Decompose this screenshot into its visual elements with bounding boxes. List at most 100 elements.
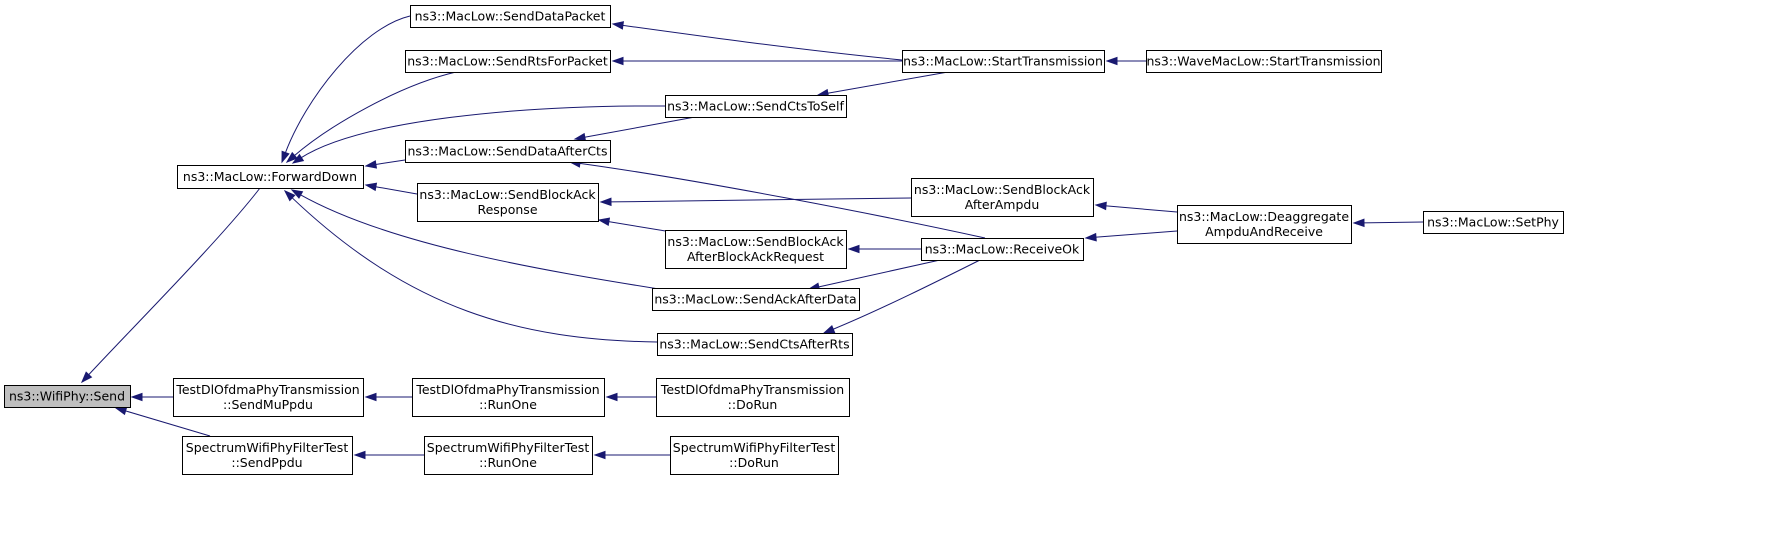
node-box	[652, 288, 860, 311]
node-label: ns3::MacLow::SendCtsAfterRts	[659, 337, 849, 352]
edges-layer	[80, 15, 1424, 460]
node-send-cts-to-self[interactable]: ns3::MacLow::SendCtsToSelf	[665, 95, 847, 118]
node-label: SpectrumWifiPhyFilterTest	[673, 440, 836, 455]
edge-sf_do_run-to-sf_run_one	[593, 450, 670, 460]
node-box	[1177, 205, 1352, 244]
arrowhead-icon	[611, 21, 624, 30]
edge-receive_ok-to-send_block_ack_after_bar	[847, 244, 921, 254]
edge-line	[284, 15, 411, 154]
node-label: ns3::MacLow::SetPhy	[1427, 215, 1559, 230]
edge-send_data_after_cts-to-forward_down	[364, 159, 406, 169]
arrowhead-icon	[353, 450, 366, 460]
node-send-cts-after-rts[interactable]: ns3::MacLow::SendCtsAfterRts	[657, 333, 853, 356]
edge-deaggregate-to-send_block_ack_after_ampdu	[1094, 201, 1178, 213]
node-label: AfterBlockAckRequest	[687, 249, 824, 264]
edge-line	[1104, 205, 1178, 213]
edge-send_block_ack_response-to-forward_down	[364, 182, 418, 195]
node-label: ns3::MacLow::Deaggregate	[1179, 209, 1349, 224]
edge-line	[374, 159, 406, 166]
edge-dl_send_mu_ppdu-to-wifiphy_send	[130, 392, 173, 402]
node-label: ns3::WifiPhy::Send	[9, 389, 125, 404]
node-label: SpectrumWifiPhyFilterTest	[427, 440, 590, 455]
node-wifiphy-send[interactable]: ns3::WifiPhy::Send	[4, 385, 131, 408]
arrowhead-icon	[611, 56, 624, 66]
edge-line	[832, 259, 981, 331]
node-start-transmission[interactable]: ns3::MacLow::StartTransmission	[902, 50, 1105, 73]
edge-line	[374, 186, 418, 195]
edge-start_transmission-to-send_data_packet	[611, 21, 903, 61]
node-box	[665, 95, 847, 118]
edge-line	[826, 71, 949, 94]
node-box	[4, 385, 131, 408]
node-label: Response	[477, 202, 537, 217]
edge-deaggregate-to-receive_ok	[1084, 230, 1178, 242]
edge-line	[291, 196, 658, 343]
edge-line	[1094, 230, 1178, 238]
edge-sf_run_one-to-sf_send_ppdu	[353, 450, 424, 460]
node-box	[665, 230, 847, 269]
node-set-phy[interactable]: ns3::MacLow::SetPhy	[1423, 211, 1564, 234]
edge-line	[293, 71, 457, 157]
edge-forward_down-to-wifiphy_send	[80, 187, 261, 384]
node-label: ::SendPpdu	[231, 455, 302, 470]
node-box	[405, 50, 611, 73]
node-sf-run-one[interactable]: SpectrumWifiPhyFilterTest::RunOne	[424, 436, 593, 475]
node-receive-ok[interactable]: ns3::MacLow::ReceiveOk	[921, 238, 1084, 261]
node-box	[902, 50, 1105, 73]
edge-dl_run_one-to-dl_send_mu_ppdu	[364, 392, 412, 402]
node-dl-do-run[interactable]: TestDlOfdmaPhyTransmission::DoRun	[656, 378, 850, 417]
edge-line	[583, 116, 696, 138]
edge-send_block_ack_after_ampdu-to-send_block_ack_response	[599, 197, 912, 207]
node-label: ::RunOne	[479, 397, 537, 412]
node-send-data-packet[interactable]: ns3::MacLow::SendDataPacket	[410, 5, 611, 28]
node-send-rts-for-packet[interactable]: ns3::MacLow::SendRtsForPacket	[405, 50, 611, 73]
edge-line	[621, 24, 903, 61]
node-box	[405, 140, 611, 163]
arrowhead-icon	[573, 132, 587, 142]
node-box	[1423, 211, 1564, 234]
node-send-block-ack-after-bar[interactable]: ns3::MacLow::SendBlockAckAfterBlockAckRe…	[665, 230, 847, 269]
node-send-data-after-cts[interactable]: ns3::MacLow::SendDataAfterCts	[405, 140, 611, 163]
node-box	[410, 5, 611, 28]
node-send-ack-after-data[interactable]: ns3::MacLow::SendAckAfterData	[652, 288, 860, 311]
edge-line	[299, 193, 666, 291]
edge-send_cts_to_self-to-forward_down	[291, 105, 666, 164]
arrowhead-icon	[283, 189, 296, 202]
arrowhead-icon	[597, 217, 611, 226]
node-label: ns3::MacLow::SendBlockAck	[667, 234, 844, 249]
node-label: ns3::MacLow::SendCtsToSelf	[667, 99, 844, 114]
edge-send_cts_after_rts-to-forward_down	[283, 189, 658, 343]
edge-start_transmission-to-send_rts_for_packet	[611, 56, 902, 66]
edge-line	[609, 197, 912, 203]
arrowhead-icon	[847, 244, 860, 254]
arrowhead-icon	[364, 182, 378, 192]
arrowhead-icon	[1094, 201, 1107, 211]
node-dl-send-mu-ppdu[interactable]: TestDlOfdmaPhyTransmission::SendMuPpdu	[173, 378, 364, 417]
node-box	[921, 238, 1084, 261]
arrowhead-icon	[605, 392, 618, 402]
node-box	[911, 178, 1094, 217]
node-label: AfterAmpdu	[965, 197, 1040, 212]
edge-line	[124, 410, 211, 437]
arrowhead-icon	[593, 450, 606, 460]
node-wave-start-transmission[interactable]: ns3::WaveMacLow::StartTransmission	[1146, 50, 1382, 73]
arrowhead-icon	[1352, 218, 1365, 228]
edge-line	[300, 105, 666, 159]
node-box	[657, 333, 853, 356]
node-dl-run-one[interactable]: TestDlOfdmaPhyTransmission::RunOne	[412, 378, 605, 417]
node-box	[424, 436, 593, 475]
edge-line	[87, 187, 261, 376]
arrowhead-icon	[364, 392, 377, 402]
node-sf-do-run[interactable]: SpectrumWifiPhyFilterTest::DoRun	[670, 436, 839, 475]
node-sf-send-ppdu[interactable]: SpectrumWifiPhyFilterTest::SendPpdu	[182, 436, 353, 475]
arrowhead-icon	[822, 325, 836, 334]
node-box	[656, 378, 850, 417]
node-box	[1146, 50, 1382, 73]
edge-send_cts_to_self-to-send_data_after_cts	[573, 116, 696, 142]
node-label: ns3::MacLow::SendRtsForPacket	[407, 54, 608, 69]
node-forward-down[interactable]: ns3::MacLow::ForwardDown	[177, 165, 364, 189]
edge-send_rts_for_packet-to-forward_down	[285, 71, 457, 163]
